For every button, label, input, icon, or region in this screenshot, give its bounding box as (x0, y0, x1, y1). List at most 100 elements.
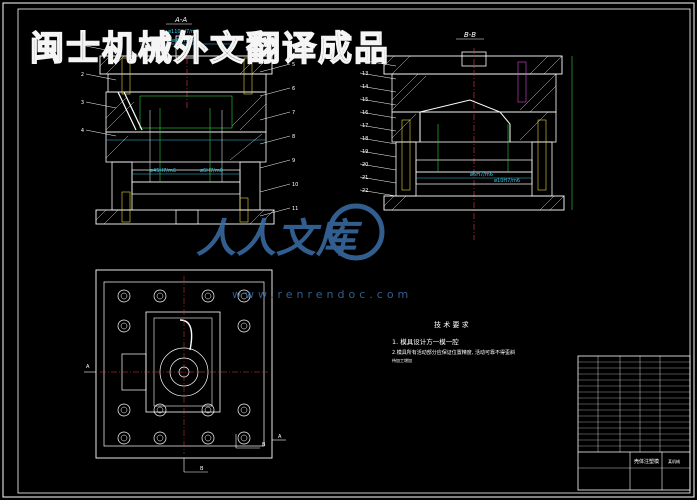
callout-number: 9 (292, 158, 295, 164)
bolt-hole-inner (120, 434, 128, 442)
tech-line-3: 待加工增加 (392, 357, 412, 363)
callout-leader (359, 59, 397, 67)
bolt-hole-inner (240, 322, 248, 330)
callout-number: 20 (362, 162, 368, 168)
watermark-logo-text: 人人文库 (196, 216, 363, 262)
renrendoc-watermark: 人人文库 www.renrendoc.com (196, 203, 412, 301)
callout-number: 12 (362, 58, 368, 64)
bolt-hole-inner (120, 292, 128, 300)
ejector-plate (131, 181, 241, 195)
technical-requirements: 技 术 要 求 1. 模具设计方一模一腔 2.模具所有活动部分应保证位置精度, … (392, 320, 515, 363)
dim-aa-mid-2: ø6H7/m6 (200, 168, 223, 174)
bolt-hole (237, 319, 251, 333)
dim-aa-top-2: ø26H7/m6 (172, 38, 198, 44)
bb-spacer-left (395, 141, 417, 197)
bolt-hole-inner (156, 434, 164, 442)
callout-number: 7 (292, 110, 295, 116)
core-plate (105, 131, 267, 163)
title-block: 壳体注塑模 某机械 (577, 355, 691, 491)
callout-leader (359, 189, 397, 197)
callout-number: 8 (292, 134, 295, 140)
section-bb-label: B-B (464, 31, 476, 39)
callout-number: 19 (362, 149, 368, 155)
bolt-hole (153, 289, 167, 303)
callout-leader (359, 124, 397, 132)
cavity-plate (105, 91, 267, 133)
callout-leader (259, 111, 291, 121)
callout-leader (259, 207, 291, 217)
dim-aa-mid-1: ø45H7/m6 (150, 168, 176, 174)
bolt-hole (117, 431, 131, 445)
callout-number: 2 (81, 72, 84, 78)
bolt-hole (201, 431, 215, 445)
callout-number: 17 (362, 123, 368, 129)
callout-leader (359, 72, 397, 80)
bolt-hole (117, 319, 131, 333)
callout-number: 3 (81, 100, 84, 106)
plan-mark-b-bottom: B (200, 466, 204, 472)
bolt-hole (117, 403, 131, 417)
plan-insert (145, 311, 221, 413)
plan-bolt-holes (117, 289, 251, 445)
bolt-hole-inner (204, 434, 212, 442)
callout-leader (259, 135, 291, 145)
bolt-hole-inner (120, 406, 128, 414)
bolt-hole-inner (240, 292, 248, 300)
callout-leader (359, 176, 397, 184)
bolt-hole-inner (240, 406, 248, 414)
callout-number: 14 (362, 84, 368, 90)
callout-number: 22 (362, 188, 368, 194)
dim-aa-top-1: ø110 H7/m6 (168, 29, 199, 35)
hatch-aa (99, 55, 271, 161)
plan-mark-a-left: A (86, 364, 90, 370)
bb-bottom-plate (383, 195, 565, 211)
callout-leader (259, 63, 291, 73)
bolt-hole-inner (204, 292, 212, 300)
title-block-company: 某机械 (668, 458, 680, 464)
callout-number: 4 (81, 128, 84, 134)
tech-heading: 技 术 要 求 (434, 320, 469, 329)
callout-leader (85, 101, 117, 109)
watermark-url: www.renrendoc.com (232, 288, 412, 301)
bb-top-plate (383, 55, 563, 75)
callout-number: 18 (362, 136, 368, 142)
bolt-hole-inner (156, 406, 164, 414)
callout-number: 13 (362, 71, 368, 77)
spacer-block-right (239, 161, 261, 211)
callout-leader (85, 45, 117, 53)
drawing-border (17, 8, 691, 494)
callout-leader (359, 137, 397, 145)
callout-leader (259, 183, 291, 193)
bolt-hole (237, 403, 251, 417)
bolt-hole-inner (120, 322, 128, 330)
callout-number: 10 (292, 182, 298, 188)
bolt-hole (201, 289, 215, 303)
callout-leader (359, 150, 397, 158)
plan-mark-b-right: B (262, 442, 266, 448)
bolt-hole (237, 431, 251, 445)
ejector-retainer (131, 169, 241, 183)
callout-number: 1 (81, 44, 84, 50)
callout-leader (359, 111, 397, 119)
bolt-hole (153, 431, 167, 445)
dim-bb-mid-1: ø6H7/m6 (470, 172, 493, 178)
callout-leader (259, 87, 291, 97)
bolt-hole (117, 289, 131, 303)
bolt-hole (237, 289, 251, 303)
section-aa-label: A-A (174, 16, 187, 24)
parts-list-rows (578, 361, 690, 447)
bolt-hole-inner (156, 292, 164, 300)
callout-number: 11 (292, 206, 298, 212)
callout-number: 5 (292, 62, 295, 68)
callout-leader (359, 85, 397, 93)
plan-view: A A B B (84, 269, 286, 473)
bolt-hole-inner (204, 406, 212, 414)
section-view-bb: B-B ø6H7/m6 ø10H7/m6 121 (359, 31, 573, 240)
callout-leader (259, 159, 291, 169)
bolt-hole-inner (240, 434, 248, 442)
top-stamp-title: 闽士机械外文翻译成品 (30, 29, 390, 69)
